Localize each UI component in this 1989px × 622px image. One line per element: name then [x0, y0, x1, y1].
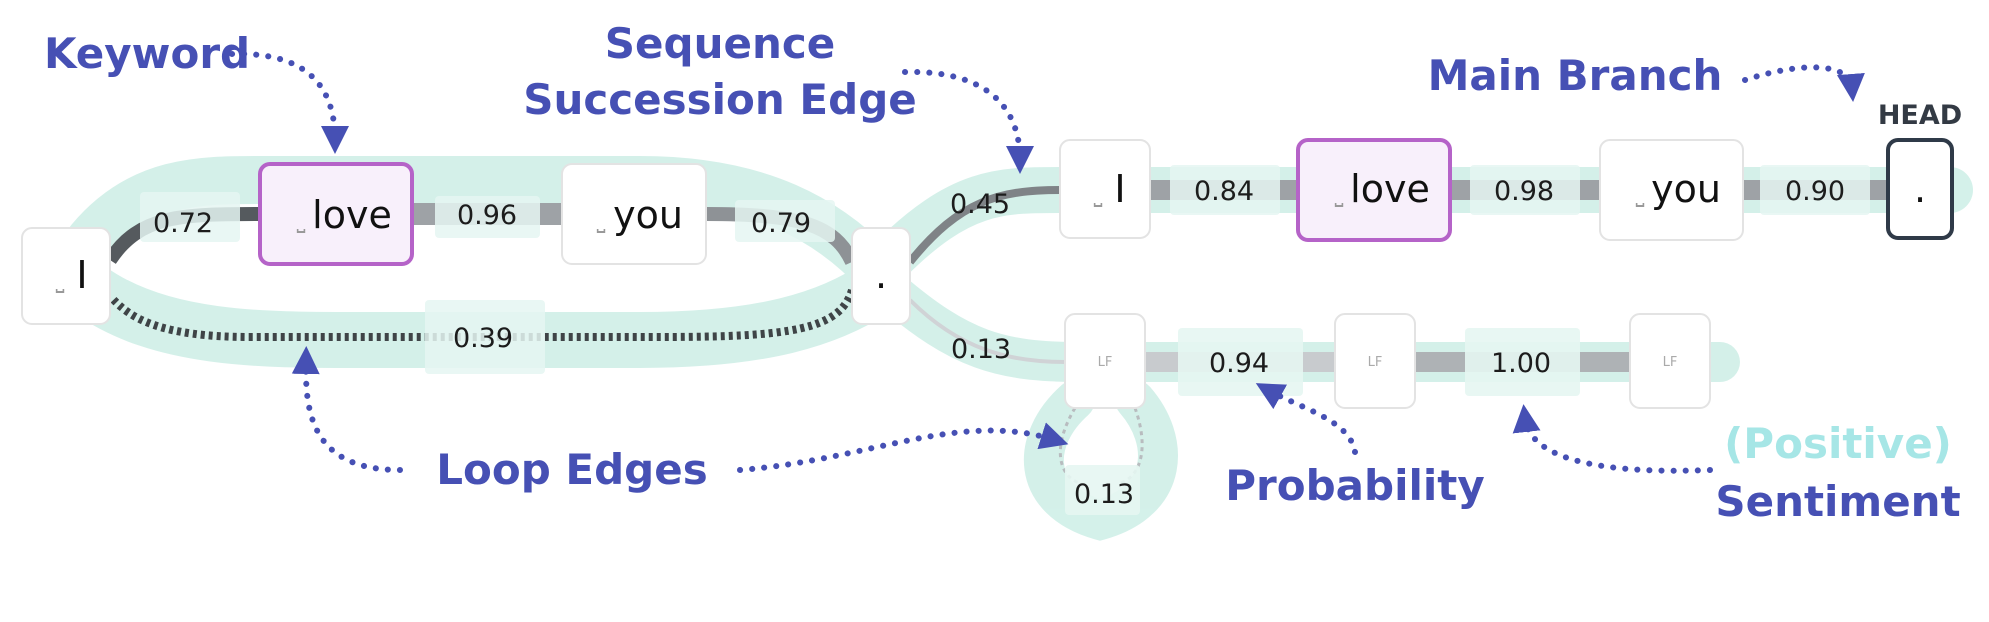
- arrow-sentiment: [1512, 404, 1713, 474]
- callout-keyword: Keyword: [44, 29, 250, 78]
- main-node-you: ⎵ you: [1599, 139, 1744, 241]
- main-node-love-keyword: ⎵ love: [1296, 138, 1452, 242]
- space-symbol: ⎵: [1335, 183, 1344, 208]
- callout-sequence-line2: Succession Edge: [523, 75, 917, 124]
- prob-backdrop: [1470, 165, 1580, 215]
- band-lf-branch: [870, 270, 1740, 382]
- token-label: love: [1350, 167, 1430, 211]
- prob-backdrop: [1760, 165, 1870, 215]
- token-label: .: [1914, 167, 1926, 211]
- token-node-you: ⎵ you: [561, 163, 707, 265]
- edge-dot-main: [906, 186, 1061, 265]
- prob-backdrop: [1465, 328, 1580, 396]
- head-label: HEAD: [1878, 100, 1962, 131]
- token-label: you: [613, 193, 683, 237]
- prob-label-lf-self-loop: 0.13: [1074, 479, 1134, 510]
- space-symbol: ⎵: [1094, 183, 1103, 208]
- prob-backdrop: [735, 200, 835, 242]
- callout-sentiment: Sentiment: [1715, 477, 1960, 526]
- band-loop-bottom: [62, 257, 908, 368]
- prob-backdrop: [1065, 465, 1140, 515]
- prob-backdrop: [1170, 165, 1280, 215]
- nodes: ⎵ I ⎵ love ⎵ you . ⎵ I ⎵ love: [21, 138, 1954, 409]
- main-node-i: ⎵ I: [1059, 139, 1151, 239]
- lf-node-2: LF: [1334, 313, 1416, 409]
- prob-label-love-you: 0.96: [457, 200, 517, 231]
- space-symbol: ⎵: [597, 209, 606, 234]
- prob-label-lf-1: 0.94: [1209, 348, 1269, 379]
- linefeed-symbol: LF: [1368, 355, 1383, 370]
- callouts: Keyword Sequence Succession Edge Main Br…: [44, 19, 1961, 526]
- callout-main-branch: Main Branch: [1428, 51, 1723, 100]
- space-symbol: ⎵: [297, 209, 306, 234]
- arrow-sequence: [902, 68, 1034, 174]
- arrow-loop-edges-right: [737, 422, 1069, 473]
- callout-arrows: [229, 50, 1865, 474]
- callout-positive: (Positive): [1724, 419, 1952, 468]
- main-node-period-head: .: [1886, 138, 1954, 240]
- probability-labels: 0.72 0.96 0.79 0.39 0.45 0.84 0.98 0.90 …: [140, 165, 1870, 515]
- token-label: .: [875, 253, 887, 297]
- arrow-probability: [1255, 383, 1358, 455]
- callout-loop-edges: Loop Edges: [436, 445, 707, 494]
- arrow-loop-edges-left: [291, 346, 403, 473]
- prob-label-main-2: 0.98: [1494, 176, 1554, 207]
- prob-backdrop: [425, 300, 545, 374]
- callout-sequence-line1: Sequence: [605, 19, 835, 68]
- prob-label-main-3: 0.90: [1785, 176, 1845, 207]
- linefeed-symbol: LF: [1098, 355, 1113, 370]
- prob-backdrop: [140, 192, 240, 242]
- token-node-period: .: [851, 227, 911, 325]
- token-label: you: [1651, 167, 1721, 211]
- edge-dot-lf: [908, 298, 1066, 364]
- space-symbol: ⎵: [56, 269, 65, 294]
- prob-label-loop: 0.39: [453, 323, 513, 354]
- token-node-i: ⎵ I: [21, 227, 111, 325]
- token-label: I: [76, 253, 87, 297]
- prob-label-i-love: 0.72: [153, 208, 213, 239]
- prob-label-main-1: 0.84: [1194, 176, 1254, 207]
- edge-dot-i-loop: [109, 288, 856, 341]
- token-label: love: [312, 193, 392, 237]
- prob-label-lf-entry: 0.13: [951, 334, 1011, 365]
- arrow-main-branch: [1742, 64, 1865, 102]
- prob-label-you-dot: 0.79: [751, 208, 811, 239]
- space-symbol: ⎵: [1636, 183, 1645, 208]
- arrow-keyword: [229, 50, 349, 154]
- callout-probability: Probability: [1225, 461, 1484, 510]
- prob-label-lf-2: 1.00: [1491, 348, 1551, 379]
- linefeed-symbol: LF: [1663, 355, 1678, 370]
- lf-node-1: LF: [1064, 313, 1146, 409]
- prob-label-main-entry: 0.45: [950, 189, 1010, 220]
- prob-backdrop: [1178, 328, 1303, 396]
- token-node-love-keyword: ⎵ love: [258, 162, 414, 266]
- token-label: I: [1114, 167, 1125, 211]
- lf-node-3: LF: [1629, 313, 1711, 409]
- prob-backdrop: [435, 196, 540, 238]
